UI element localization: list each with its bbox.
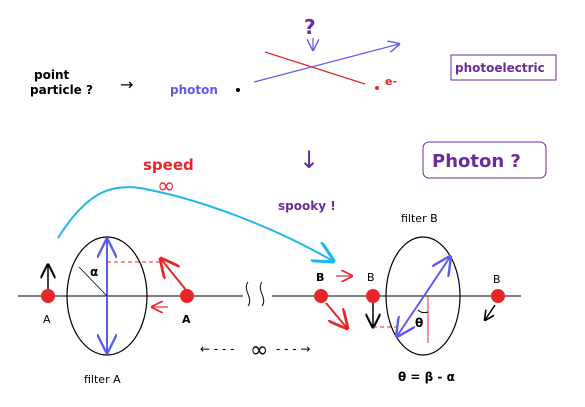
- label-a-mid: A: [182, 313, 191, 326]
- theta-label: θ: [415, 316, 423, 330]
- filter-b-axis-arrow-down: [397, 295, 425, 336]
- mid-a-polarization-arrow: [161, 259, 187, 291]
- filter-b-ellipse: [385, 236, 461, 356]
- filter-a-label: filter A: [84, 373, 121, 386]
- photon-b-mid: [314, 289, 328, 303]
- point-particle-label-2: particle ?: [30, 83, 93, 97]
- label-b-far: B: [493, 273, 501, 286]
- theta-equation: θ = β - α: [398, 370, 455, 384]
- label-a-left: A: [43, 313, 51, 326]
- axis-break-2: [259, 281, 265, 307]
- distance-right-arrow: - - - →: [276, 342, 311, 356]
- question-mark: ?: [304, 15, 316, 39]
- photon-trajectory-arrow: [253, 44, 399, 83]
- filter-b-axis-arrow: [423, 257, 450, 297]
- photon-a-left: [41, 289, 55, 303]
- photon-question-box: [422, 141, 547, 179]
- photon-point: [236, 88, 240, 92]
- photon-label: photon: [170, 83, 218, 97]
- photoelectric-box: [450, 54, 557, 81]
- photon-b-far: [491, 289, 505, 303]
- distance-infinity: ∞: [250, 338, 268, 363]
- down-arrow-glyph: ↓: [299, 146, 319, 174]
- photoelectric-label: photoelectric: [455, 61, 545, 75]
- distance-left-arrow: ← - - -: [200, 342, 235, 356]
- electron-point: [375, 86, 379, 90]
- filter-a-ellipse: [66, 236, 148, 356]
- photon-b-right: [366, 289, 380, 303]
- electron-label: e-: [385, 75, 397, 88]
- electron-trajectory-line: [264, 51, 366, 85]
- filter-a-diagonal: [78, 266, 108, 297]
- filter-b-label: filter B: [401, 212, 438, 225]
- axis-break-1: [245, 281, 251, 307]
- label-b-mid: B: [316, 271, 324, 284]
- label-b-right: B: [367, 271, 375, 284]
- b-far-polarization-arrow: [485, 304, 496, 320]
- mid-b-polarization-arrow: [325, 302, 347, 328]
- entanglement-curve-arrow: [57, 186, 333, 261]
- spooky-label: spooky !: [278, 199, 336, 213]
- alpha-label: α: [90, 265, 98, 279]
- theta-arc: [417, 309, 429, 314]
- photon-question-label: Photon ?: [432, 151, 521, 172]
- right-arrow-glyph: →: [120, 75, 133, 94]
- photon-a-mid: [180, 289, 194, 303]
- point-particle-label-1: point: [34, 68, 69, 82]
- speed-label: speed: [143, 156, 194, 174]
